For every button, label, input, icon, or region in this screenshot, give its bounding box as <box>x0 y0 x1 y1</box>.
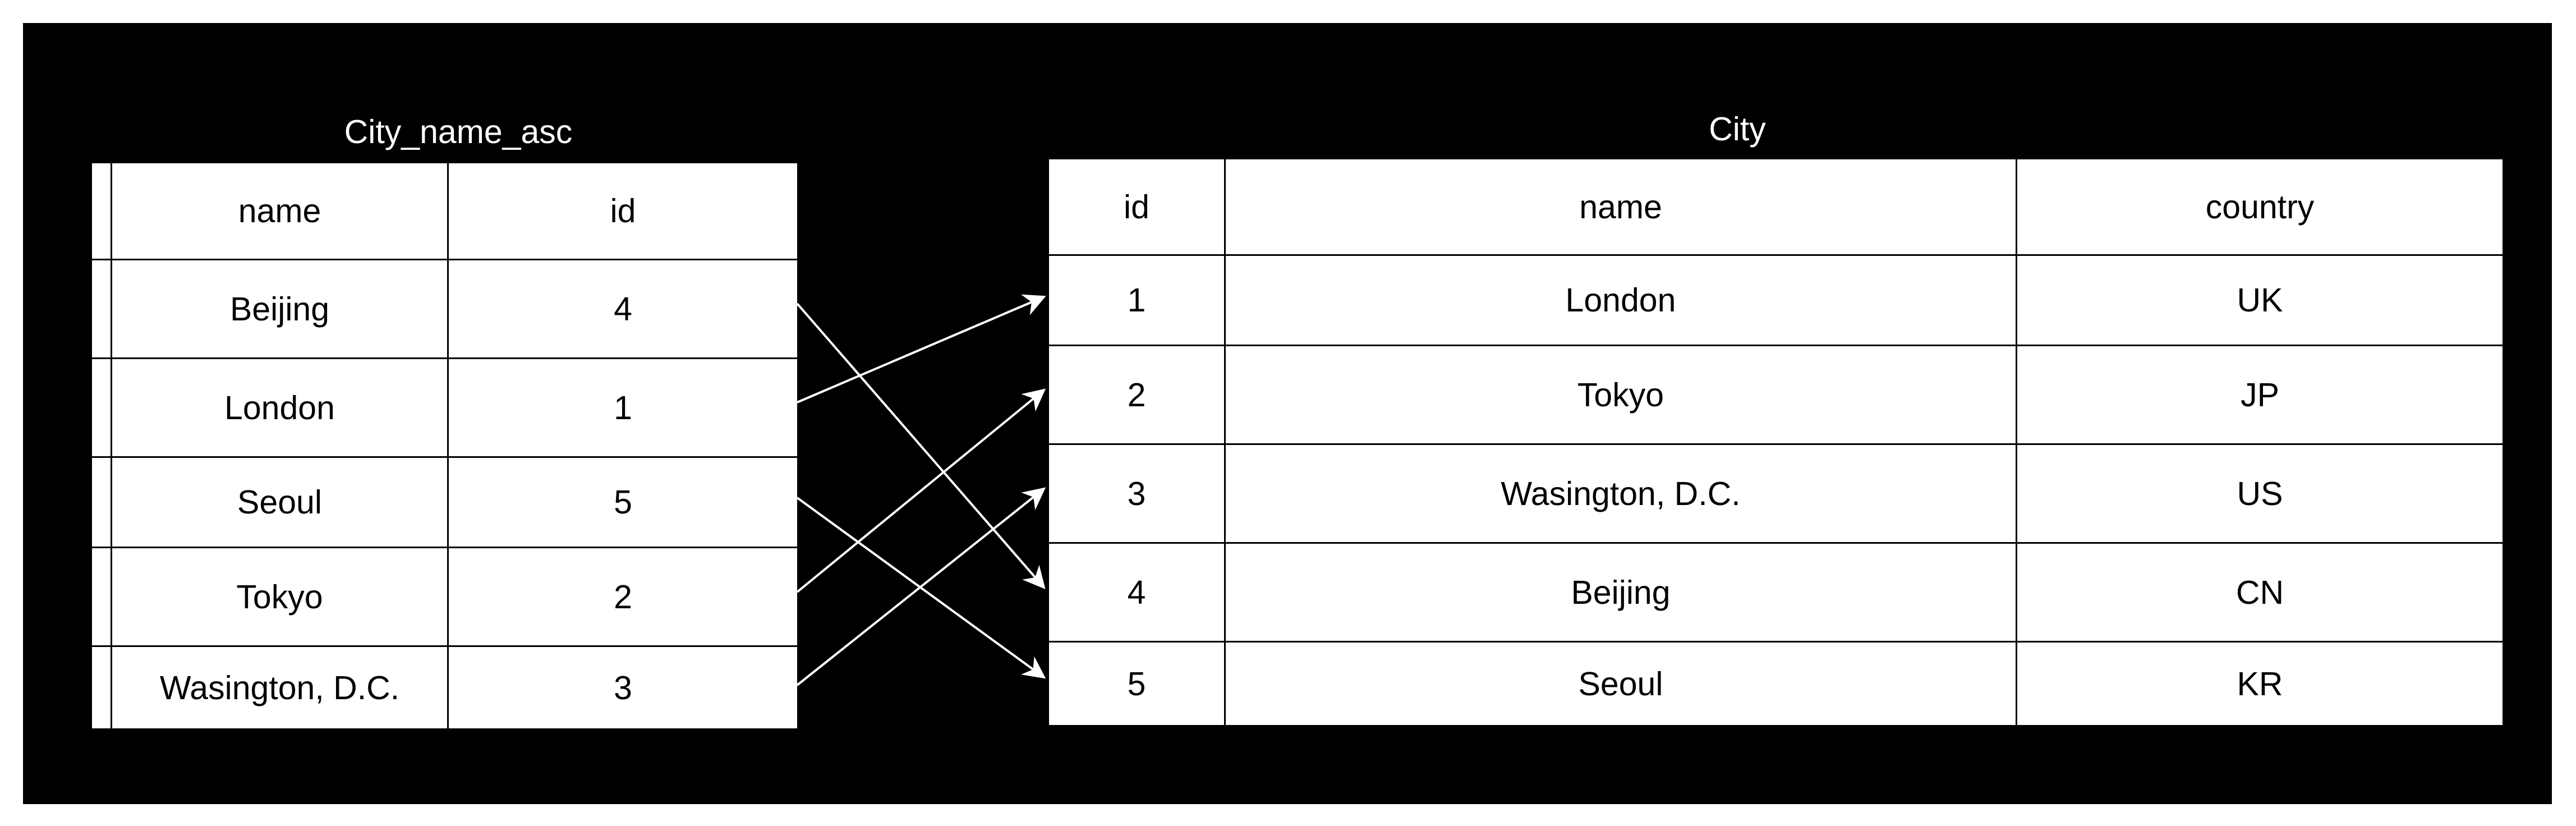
left-table-row-marker <box>90 547 112 647</box>
left-table-row-marker <box>90 162 112 260</box>
left-table-cell: Wasington, D.C. <box>111 645 449 730</box>
mapping-arrow-4 <box>796 388 1046 593</box>
right-table-cell: 3 <box>1047 443 1226 544</box>
right-table-row: 3 Wasington, D.C. US <box>1047 443 2504 544</box>
left-table-row: Seoul 5 <box>90 456 799 548</box>
left-table-row: London 1 <box>90 357 799 458</box>
right-table-cell: CN <box>2016 542 2504 643</box>
right-table-row: 2 Tokyo JP <box>1047 345 2504 445</box>
right-table-header-cell: name <box>1224 158 2017 256</box>
right-table-title: City <box>1709 111 1766 148</box>
left-table-cell: Tokyo <box>111 547 449 647</box>
mapping-arrows <box>796 294 1046 686</box>
right-table-cell: JP <box>2016 345 2504 445</box>
right-table-cell: Seoul <box>1224 641 2017 727</box>
left-table-row-marker <box>90 259 112 359</box>
left-table-row: Wasington, D.C. 3 <box>90 645 799 730</box>
left-table-row: Beijing 4 <box>90 259 799 359</box>
left-table-cell: Seoul <box>111 456 449 548</box>
left-table-row-marker <box>90 456 112 548</box>
left-table-header-row: name id <box>90 162 799 260</box>
right-table-cell: 2 <box>1047 345 1226 445</box>
left-table-title: City_name_asc <box>344 113 573 150</box>
mapping-arrow-1 <box>796 302 1046 590</box>
mapping-arrow-2 <box>797 294 1046 403</box>
left-table-cell: 4 <box>447 259 799 359</box>
right-table-cell: London <box>1224 254 2017 346</box>
left-table: name id Beijing 4 London 1 Seoul 5 Tokyo <box>90 162 799 730</box>
right-table-cell: 4 <box>1047 542 1226 643</box>
right-table-row: 4 Beijing CN <box>1047 542 2504 643</box>
left-table-cell: 2 <box>447 547 799 647</box>
right-table-cell: Beijing <box>1224 542 2017 643</box>
left-table-cell: 1 <box>447 357 799 458</box>
right-table-row: 1 London UK <box>1047 254 2504 346</box>
left-table-cell: 5 <box>447 456 799 548</box>
right-table-cell: 5 <box>1047 641 1226 727</box>
left-table-cell: London <box>111 357 449 458</box>
right-table-cell: 1 <box>1047 254 1226 346</box>
mapping-arrow-5 <box>796 487 1046 686</box>
right-table-header-row: id name country <box>1047 158 2504 256</box>
right-table-cell: US <box>2016 443 2504 544</box>
left-table-header-cell: name <box>111 162 449 260</box>
left-table-cell: Beijing <box>111 259 449 359</box>
right-table-cell: Tokyo <box>1224 345 2017 445</box>
right-table-header-cell: id <box>1047 158 1226 256</box>
left-table-cell: 3 <box>447 645 799 730</box>
right-table-cell: KR <box>2016 641 2504 727</box>
right-table-cell: UK <box>2016 254 2504 346</box>
right-table-cell: Wasington, D.C. <box>1224 443 2017 544</box>
left-table-row-marker <box>90 357 112 458</box>
right-table-row: 5 Seoul KR <box>1047 641 2504 727</box>
left-table-row-marker <box>90 645 112 730</box>
left-table-row: Tokyo 2 <box>90 547 799 647</box>
right-table-header-cell: country <box>2016 158 2504 256</box>
right-table: id name country 1 London UK 2 Tokyo JP 3… <box>1047 158 2504 727</box>
left-table-header-cell: id <box>447 162 799 260</box>
diagram-canvas: City_name_asc name id Beijing 4 London 1 <box>23 23 2552 804</box>
